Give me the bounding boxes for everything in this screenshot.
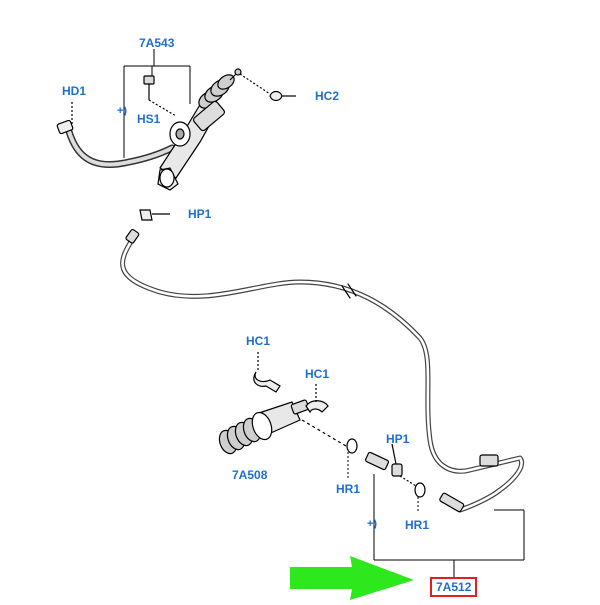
part-label-hc1-a: HC1	[246, 334, 271, 348]
pipe-fitting-right	[479, 454, 499, 467]
hc1-clip-b	[305, 384, 329, 414]
part-label-hd1: HD1	[62, 84, 87, 98]
bracket-7a543	[123, 49, 191, 158]
part-label-7a508: 7A508	[232, 468, 268, 482]
part-label-hr1-b: HR1	[405, 518, 430, 532]
part-label-7a512: 7A512	[430, 577, 478, 597]
part-label-hc1-b: HC1	[305, 367, 330, 381]
pipe-fitting-end	[439, 492, 465, 513]
hd1-clip	[56, 102, 74, 135]
bracket-7a512	[373, 474, 525, 577]
hc2-clip	[239, 73, 296, 102]
hc1-clip-a	[253, 352, 281, 393]
hr1-o-ring-a	[346, 438, 358, 454]
part-label-7a543: 7A543	[139, 36, 175, 50]
pipe-fitting-top	[125, 228, 140, 244]
highlight-arrow	[290, 556, 414, 600]
part-label-hc2: HC2	[315, 89, 340, 103]
hr1-o-ring-b	[414, 482, 426, 498]
master-cylinder-7a543	[157, 68, 242, 191]
clutch-pipe	[120, 237, 524, 513]
part-label-hp1-low: HP1	[386, 432, 410, 446]
part-label-hp1-top: HP1	[188, 207, 212, 221]
mark-plus-b: +)	[367, 518, 378, 530]
mark-plus-a: +)	[117, 105, 128, 117]
upper-hose	[64, 124, 176, 169]
part-label-hr1-a: HR1	[336, 482, 361, 496]
part-label-hs1: HS1	[137, 112, 161, 126]
hp1-top-clip	[139, 209, 170, 221]
pipe-connector	[364, 443, 417, 487]
hs1-bolt	[143, 75, 177, 117]
slave-cylinder-7a508	[218, 399, 347, 455]
